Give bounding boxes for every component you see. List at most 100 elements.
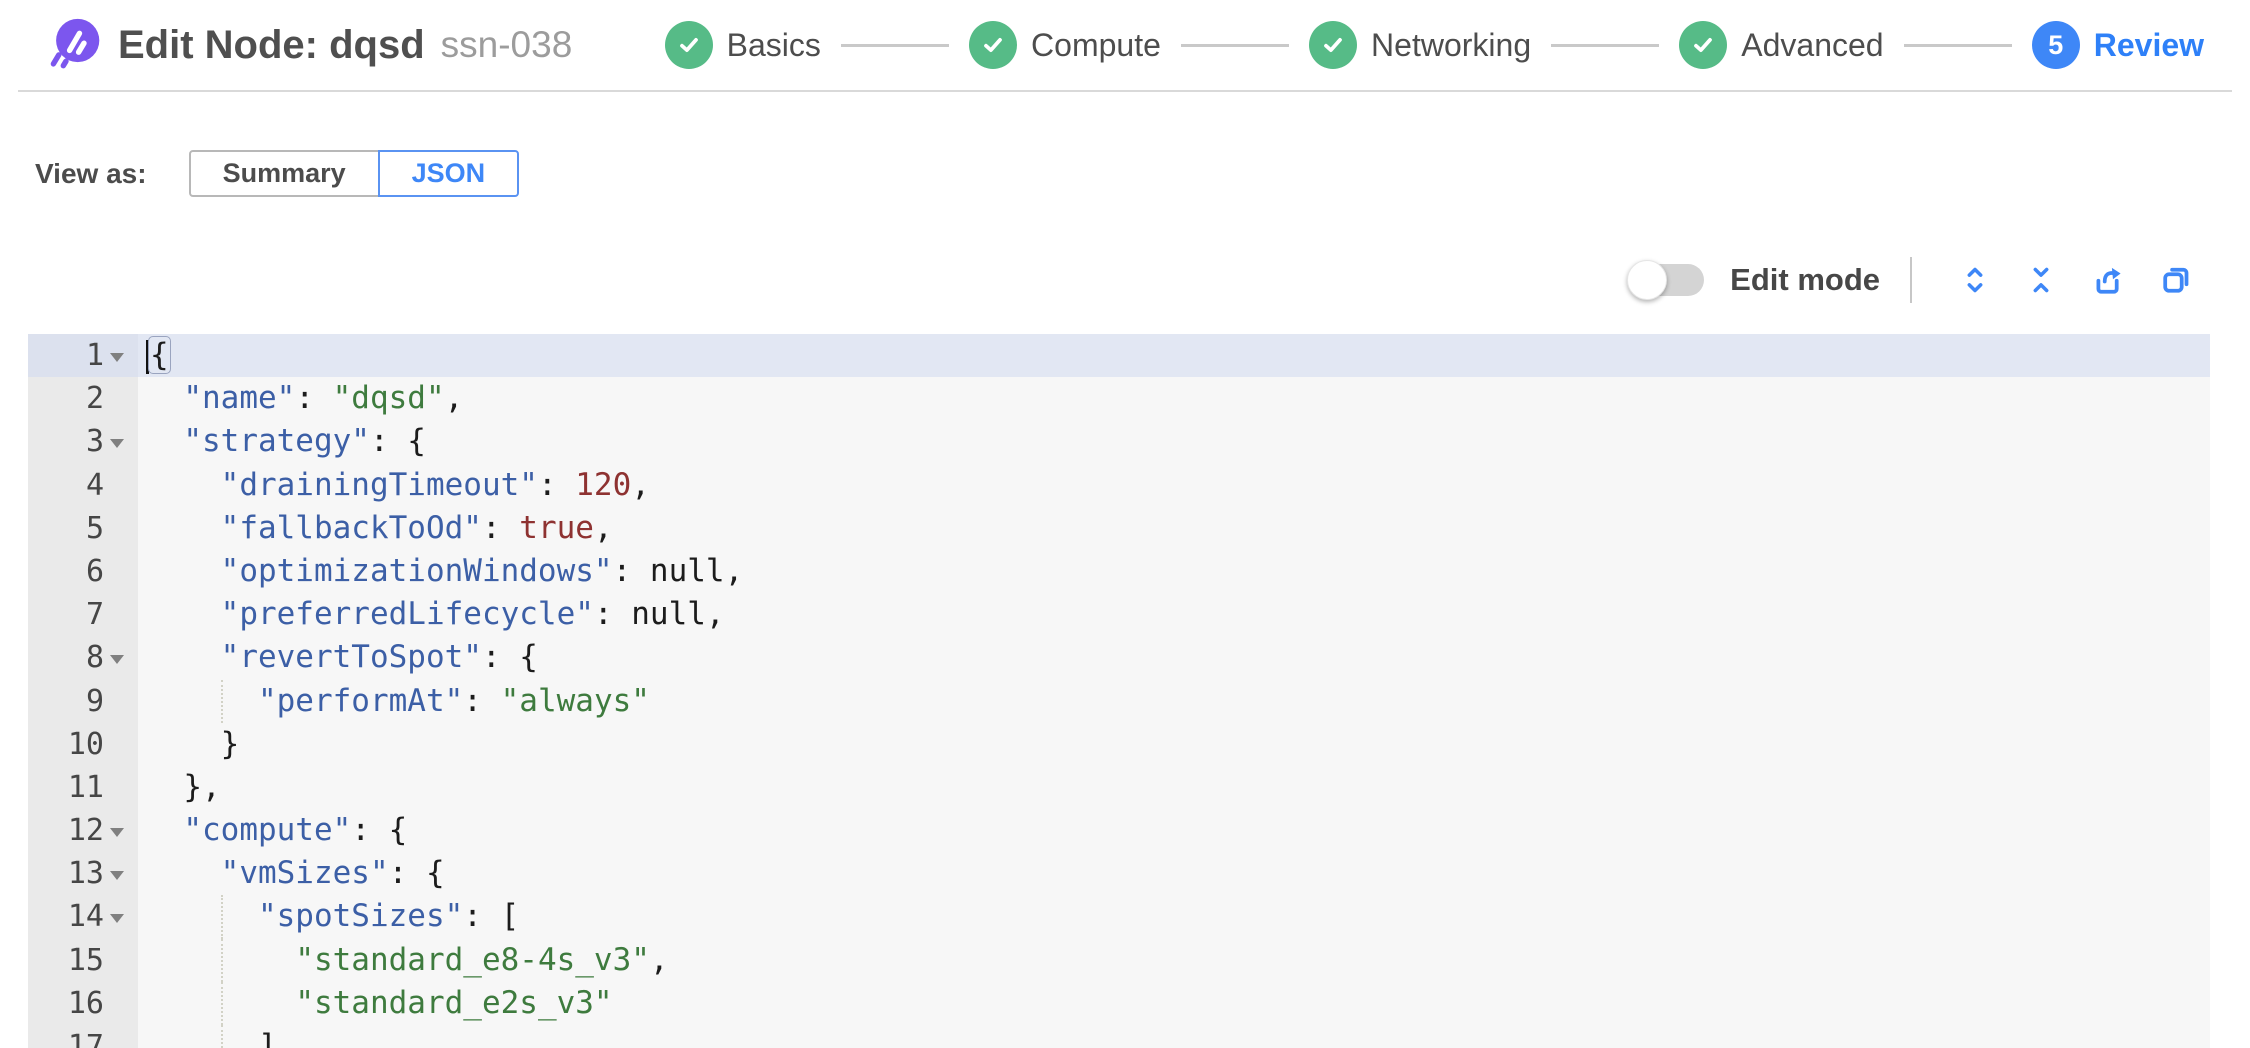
- step-number-badge: 5: [2031, 21, 2080, 69]
- editor-line[interactable]: 17 ],: [28, 1025, 2210, 1048]
- step-networking[interactable]: Networking: [1309, 21, 1531, 69]
- check-icon: [969, 21, 1018, 69]
- gutter-cell: 13: [28, 852, 138, 896]
- code-token: [146, 855, 221, 891]
- code-line-content[interactable]: "spotSizes": [: [138, 895, 2210, 939]
- code-token: :: [593, 596, 632, 633]
- step-advanced[interactable]: Advanced: [1679, 21, 1884, 69]
- code-token: "fallbackToOd": [220, 509, 482, 546]
- editor-line[interactable]: 6 "optimizationWindows": null,: [28, 549, 2210, 594]
- step-label: Basics: [726, 26, 821, 63]
- step-label: Compute: [1031, 26, 1161, 63]
- gutter-cell: 5: [28, 506, 138, 550]
- indent-guide: [220, 981, 223, 1025]
- code-token: [146, 467, 221, 503]
- code-token: ,: [705, 596, 725, 633]
- code-line-content[interactable]: "revertToSpot": {: [138, 636, 2210, 680]
- line-number: 10: [67, 726, 104, 762]
- fold-toggle-icon[interactable]: [110, 438, 124, 448]
- edit-mode-toggle[interactable]: [1627, 260, 1705, 300]
- gutter-cell: 12: [28, 809, 138, 853]
- code-line-content[interactable]: "optimizationWindows": null,: [138, 549, 2210, 594]
- line-number: 12: [67, 813, 104, 849]
- fold-toggle-icon[interactable]: [110, 654, 124, 664]
- line-number: 16: [67, 985, 104, 1021]
- editor-line[interactable]: 8 "revertToSpot": {: [28, 636, 2210, 680]
- editor-line[interactable]: 5 "fallbackToOd": true,: [28, 506, 2210, 550]
- edit-mode-label: Edit mode: [1730, 262, 1880, 297]
- code-line-content[interactable]: "vmSizes": {: [138, 852, 2210, 896]
- step-compute[interactable]: Compute: [969, 21, 1161, 69]
- code-line-content[interactable]: }: [138, 722, 2210, 766]
- text-cursor: [146, 339, 149, 374]
- line-number: 6: [85, 553, 104, 589]
- fold-toggle-icon[interactable]: [110, 914, 124, 924]
- code-line-content[interactable]: "standard_e2s_v3": [138, 981, 2210, 1025]
- code-token: "spotSizes": [257, 898, 464, 935]
- fold-toggle-icon[interactable]: [110, 870, 124, 880]
- code-line-content[interactable]: "strategy": {: [138, 420, 2210, 464]
- editor-line[interactable]: 4 "drainingTimeout": 120,: [28, 463, 2210, 507]
- editor-line[interactable]: 2 "name": "dqsd",: [28, 377, 2210, 421]
- gutter-cell: 8: [28, 636, 138, 680]
- gutter-cell: 4: [28, 463, 138, 507]
- copy-icon[interactable]: [2154, 258, 2198, 302]
- step-basics[interactable]: Basics: [664, 21, 821, 69]
- code-line-content[interactable]: "drainingTimeout": 120,: [138, 463, 2210, 507]
- editor-line[interactable]: 14 "spotSizes": [: [28, 895, 2210, 939]
- editor-line[interactable]: 15 "standard_e8-4s_v3",: [28, 938, 2210, 982]
- view-json-button[interactable]: JSON: [377, 150, 520, 197]
- line-number: 1: [85, 338, 104, 373]
- indent-guide: [220, 1025, 223, 1048]
- code-token: null: [631, 596, 706, 633]
- gutter-cell: 16: [28, 981, 138, 1025]
- code-token: [146, 812, 183, 848]
- gutter-cell: 17: [28, 1025, 138, 1048]
- json-editor[interactable]: 1{2 "name": "dqsd",3 "strategy": {4 "dra…: [28, 334, 2210, 1048]
- check-icon: [664, 21, 713, 69]
- code-token: [146, 683, 258, 719]
- editor-line[interactable]: 12 "compute": {: [28, 809, 2210, 853]
- code-line-content[interactable]: "compute": {: [138, 809, 2210, 853]
- code-line-content[interactable]: "name": "dqsd",: [138, 377, 2210, 421]
- view-summary-button[interactable]: Summary: [188, 150, 380, 197]
- code-token: {: [148, 336, 171, 374]
- step-label: Networking: [1371, 26, 1532, 63]
- gutter-cell: 10: [28, 722, 138, 766]
- fold-toggle-icon[interactable]: [110, 352, 124, 362]
- expand-rows-icon[interactable]: [1954, 259, 1996, 301]
- code-line-content[interactable]: {: [138, 334, 2210, 378]
- editor-line[interactable]: 11 },: [28, 765, 2210, 810]
- code-token: "performAt": [257, 682, 464, 719]
- collapse-rows-icon[interactable]: [2020, 259, 2062, 301]
- indent-guide: [220, 895, 223, 939]
- code-token: "strategy": [183, 423, 370, 460]
- fold-toggle-icon[interactable]: [110, 827, 124, 837]
- editor-line[interactable]: 9 "performAt": "always": [28, 679, 2210, 723]
- line-number: 3: [85, 424, 104, 460]
- code-line-content[interactable]: },: [138, 765, 2210, 810]
- code-token: [146, 380, 183, 416]
- code-token: :: [295, 380, 333, 417]
- code-line-content[interactable]: "fallbackToOd": true,: [138, 506, 2210, 550]
- gutter-cell: 14: [28, 895, 138, 939]
- editor-line[interactable]: 10 }: [28, 722, 2210, 766]
- check-icon: [1679, 21, 1728, 69]
- editor-line[interactable]: 7 "preferredLifecycle": null,: [28, 593, 2210, 637]
- code-line-content[interactable]: "performAt": "always": [138, 679, 2210, 723]
- editor-line[interactable]: 1{: [28, 334, 2210, 378]
- code-line-content[interactable]: "standard_e8-4s_v3",: [138, 938, 2210, 982]
- editor-line[interactable]: 16 "standard_e2s_v3": [28, 981, 2210, 1025]
- check-icon: [1309, 21, 1358, 69]
- code-token: : [: [463, 898, 520, 935]
- code-line-content[interactable]: ],: [138, 1025, 2210, 1048]
- code-line-content[interactable]: "preferredLifecycle": null,: [138, 593, 2210, 637]
- export-icon[interactable]: [2086, 258, 2130, 302]
- indent-guide: [220, 679, 223, 723]
- editor-line[interactable]: 13 "vmSizes": {: [28, 852, 2210, 896]
- editor-line[interactable]: 3 "strategy": {: [28, 420, 2210, 464]
- code-token: "always": [500, 682, 650, 719]
- step-connector: [1903, 43, 2012, 47]
